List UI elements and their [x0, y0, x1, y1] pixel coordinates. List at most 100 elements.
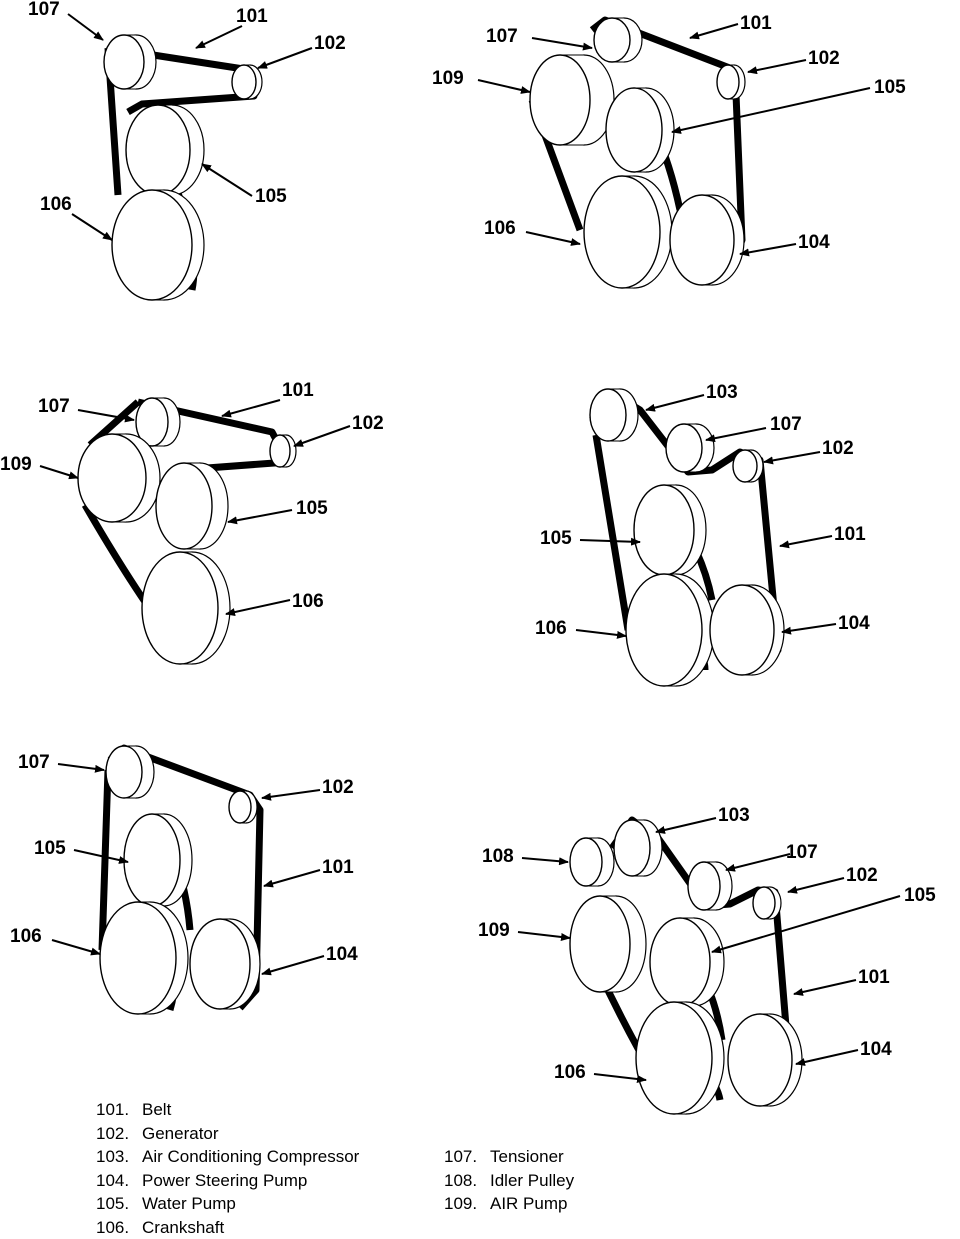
ac-compressor-pulley [590, 389, 638, 441]
callout-label: 106 [484, 218, 516, 239]
water-pump-pulley [634, 485, 706, 575]
legend-label: Power Steering Pump [142, 1169, 307, 1193]
callout-arrow [690, 24, 738, 38]
legend-number: 104. [96, 1169, 142, 1193]
crankshaft-pulley [100, 902, 188, 1014]
callout-label: 109 [0, 454, 32, 475]
callout-label: 108 [482, 846, 514, 867]
callout-arrow [788, 878, 844, 892]
callout-label: 105 [540, 528, 572, 549]
legend-number: 105. [96, 1192, 142, 1216]
water-pump-pulley [124, 814, 192, 906]
legend-label: Crankshaft [142, 1216, 224, 1239]
callout-label: 101 [834, 524, 866, 545]
air-pump-pulley [570, 896, 646, 992]
ac-compressor-pulley [614, 820, 662, 876]
callout-label: 105 [874, 77, 906, 98]
callout-arrow [646, 395, 704, 410]
crankshaft-pulley [112, 190, 204, 300]
crankshaft-pulley [584, 176, 672, 288]
power-steering-pulley [670, 195, 744, 285]
callout-label: 105 [34, 838, 66, 859]
callout-arrow [262, 790, 320, 798]
legend-label: Water Pump [142, 1192, 236, 1216]
callout-label: 101 [282, 380, 314, 401]
callout-arrow [262, 956, 324, 974]
callout-arrow [264, 870, 320, 886]
legend-row: 108.Idler Pulley [444, 1169, 574, 1193]
air-pump-pulley [78, 434, 160, 522]
callout-arrow [656, 818, 716, 832]
callout-arrow [712, 896, 900, 952]
callout-arrow [74, 850, 128, 862]
callout-arrow [726, 854, 790, 870]
callout-arrow [228, 510, 292, 522]
callout-label: 104 [798, 232, 830, 253]
callout-label: 104 [838, 613, 870, 634]
callout-label: 102 [808, 48, 840, 69]
callout-label: 107 [18, 752, 50, 773]
callout-arrow [780, 536, 832, 546]
legend-number: 103. [96, 1145, 142, 1169]
callout-label: 102 [822, 438, 854, 459]
generator-pulley [733, 450, 763, 482]
legend-label: Generator [142, 1122, 219, 1146]
legend-row: 101.Belt [96, 1098, 359, 1122]
tensioner-pulley [104, 35, 156, 89]
callout-arrow [706, 428, 766, 440]
callout-label: 107 [38, 396, 70, 417]
callout-arrow [748, 60, 806, 72]
callout-arrow [794, 980, 856, 994]
water-pump-pulley [126, 105, 204, 195]
tensioner-pulley [688, 862, 732, 910]
callout-arrow [72, 214, 112, 240]
legend-row: 104.Power Steering Pump [96, 1169, 359, 1193]
crankshaft-pulley [636, 1002, 724, 1114]
callout-label: 104 [326, 944, 358, 965]
legend-row: 106.Crankshaft [96, 1216, 359, 1239]
callout-arrow [782, 624, 836, 632]
callout-arrow [740, 244, 796, 254]
callout-label: 102 [352, 413, 384, 434]
callout-label: 105 [255, 186, 287, 207]
callout-label: 101 [858, 967, 890, 988]
callout-arrow [222, 400, 280, 416]
callout-label: 106 [535, 618, 567, 639]
callout-arrow [202, 164, 252, 196]
callout-arrow [796, 1050, 858, 1064]
legend-number: 101. [96, 1098, 142, 1122]
callout-arrow [764, 452, 820, 462]
callout-arrow [68, 14, 103, 40]
callout-label: 105 [904, 885, 936, 906]
tensioner-pulley [106, 746, 154, 798]
callout-label: 102 [322, 777, 354, 798]
callout-arrow [258, 48, 312, 68]
legend-row: 107.Tensioner [444, 1145, 574, 1169]
callout-label: 102 [314, 33, 346, 54]
power-steering-pulley [710, 585, 784, 675]
tensioner-pulley [594, 18, 642, 62]
water-pump-pulley [650, 918, 724, 1006]
generator-pulley [232, 65, 262, 99]
water-pump-pulley [606, 88, 674, 172]
legend-number: 106. [96, 1216, 142, 1239]
legend-row: 109.AIR Pump [444, 1192, 574, 1216]
callout-arrow [478, 80, 530, 92]
legend-row: 105.Water Pump [96, 1192, 359, 1216]
crankshaft-pulley [626, 574, 714, 686]
callout-label: 101 [740, 13, 772, 34]
generator-pulley [717, 65, 745, 99]
power-steering-pulley [190, 919, 260, 1009]
callout-arrow [58, 764, 104, 770]
idler-pulley [570, 838, 614, 886]
generator-pulley [753, 887, 781, 919]
legend-row: 103.Air Conditioning Compressor [96, 1145, 359, 1169]
callout-label: 106 [292, 591, 324, 612]
callout-arrow [532, 38, 592, 48]
